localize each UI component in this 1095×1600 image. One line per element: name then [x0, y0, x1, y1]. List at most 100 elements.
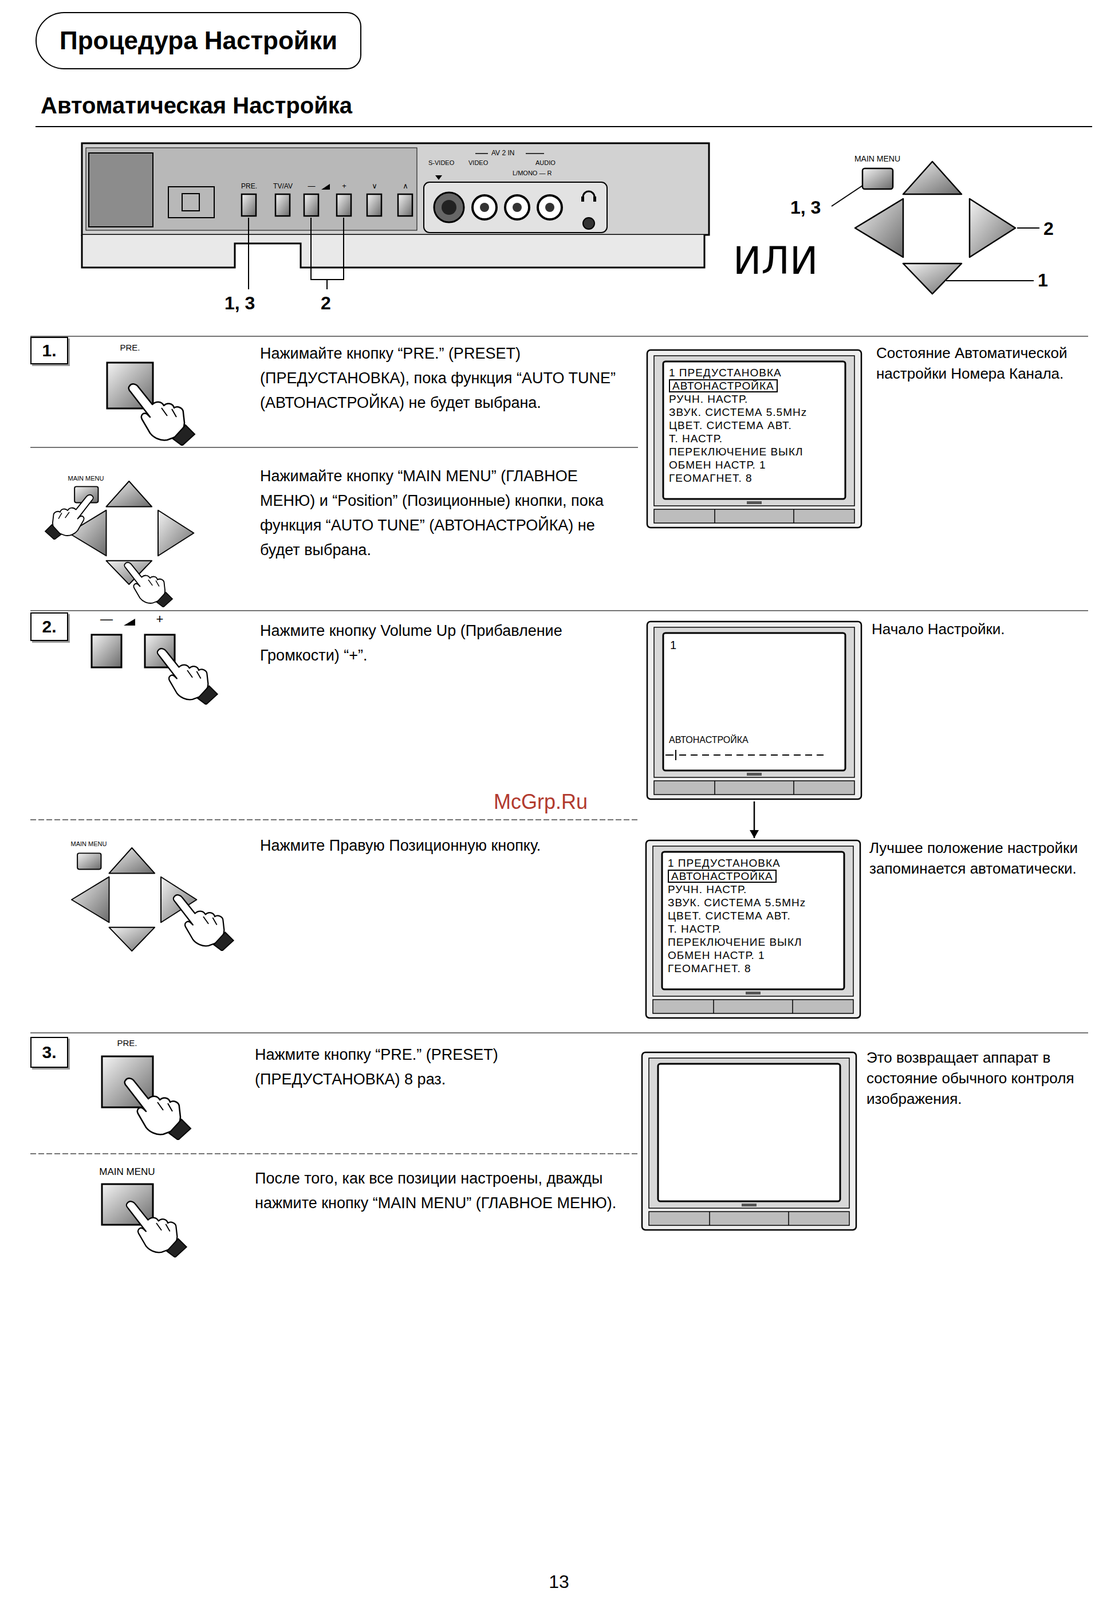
menu-line: АВТОНАСТРОЙКА — [668, 379, 841, 393]
button-label: MAIN MENU — [845, 153, 909, 164]
tv-screen: 1 ПРЕДУСТАНОВКААВТОНАСТРОЙКАРУЧН. НАСТР.… — [644, 839, 862, 1019]
front-panel — [398, 194, 413, 216]
front-panel — [336, 194, 352, 216]
menu-line: РУЧН. НАСТР. — [667, 882, 840, 896]
front-panel — [81, 234, 705, 268]
button-label: MAIN MENU — [62, 474, 109, 483]
jack-label: S-VIDEO — [428, 159, 455, 167]
button-press — [107, 362, 195, 446]
front-panel — [182, 193, 200, 211]
menu-item: ЦВЕТ. СИСТЕМА АВТ. — [668, 419, 793, 432]
screen-note: Состояние Автоматической настройки Номер… — [876, 342, 1089, 384]
menu-item: ЗВУК. СИСТЕМА 5.5MHz — [668, 406, 807, 419]
pad-press — [71, 847, 234, 951]
front-panel — [583, 191, 595, 198]
button-press — [128, 383, 195, 446]
menu-line: ЦВЕТ. СИСТЕМА АВТ. — [667, 908, 840, 923]
progress-bar — [665, 749, 826, 760]
page-number: 13 — [536, 1570, 582, 1593]
button-press — [101, 1183, 187, 1258]
jack-label: AV 2 IN — [491, 148, 515, 157]
front-panel — [241, 194, 256, 216]
front-panel — [512, 202, 522, 212]
menu-item: Т. НАСТР. — [668, 432, 723, 445]
front-panel — [275, 194, 290, 216]
panel-label: ∨ — [360, 182, 389, 191]
progress-bar — [665, 754, 674, 756]
front-panel — [479, 202, 490, 212]
button-label: MAIN MENU — [65, 840, 112, 848]
separator-line — [30, 1152, 638, 1154]
front-panel — [367, 194, 382, 216]
menu-line: ЦВЕТ. СИСТЕМА АВТ. — [668, 418, 841, 432]
front-panel — [475, 152, 488, 155]
separator-line — [30, 336, 1089, 1154]
menu-item: Т. НАСТР. — [667, 922, 722, 935]
pad-press — [124, 562, 173, 608]
menu-line: 1 ПРЕДУСТАНОВКА — [668, 365, 841, 380]
panel-label: PRE. — [234, 182, 264, 191]
menu-item: АВТОНАСТРОЙКА — [668, 379, 778, 393]
leader-line — [326, 279, 328, 290]
menu-area: 1 ПРЕДУСТАНОВКААВТОНАСТРОЙКАРУЧН. НАСТР.… — [668, 365, 841, 485]
pad-press — [173, 894, 234, 951]
front-panel — [81, 143, 710, 235]
front-panel — [581, 196, 585, 202]
tv-set — [646, 840, 861, 1018]
button-label: MAIN MENU — [89, 1166, 165, 1178]
separator-line — [30, 609, 1089, 612]
front-panel — [304, 194, 319, 216]
jack-label: VIDEO — [468, 159, 488, 167]
step-number: 1. — [30, 336, 69, 365]
tv-set — [647, 621, 862, 799]
front-panel — [85, 147, 417, 231]
button-label: + — [148, 611, 172, 627]
leader-line — [1017, 227, 1040, 229]
section-heading: Автоматическая Настройка — [40, 91, 353, 120]
remote-pad — [855, 161, 1016, 294]
tune-status: АВТОНАСТРОЙКА — [668, 734, 749, 746]
volume-press — [123, 618, 136, 626]
menu-item: ЦВЕТ. СИСТЕМА АВТ. — [667, 909, 791, 922]
pad-press — [45, 494, 94, 540]
menu-line: ОБМЕН НАСТР. 1 — [667, 948, 840, 962]
instruction-text: Нажмите кнопку “PRE.” (PRESET) (ПРЕДУСТА… — [254, 1042, 628, 1092]
menu-item: ПЕРЕКЛЮЧЕНИЕ ВЫКЛ — [667, 935, 802, 948]
panel-label: ∧ — [391, 182, 420, 191]
flow-arrow — [749, 801, 759, 838]
rule-line — [35, 126, 1093, 128]
leader-line — [946, 280, 1034, 282]
front-panel — [537, 195, 562, 220]
leader-line — [831, 185, 863, 207]
menu-item: ПЕРЕКЛЮЧЕНИЕ ВЫКЛ — [668, 445, 803, 458]
channel-number: 1 — [670, 638, 677, 652]
front-panel — [441, 199, 457, 215]
menu-line: Т. НАСТР. — [668, 431, 841, 445]
button-press — [124, 1077, 191, 1140]
instruction-text: Нажимайте кнопку “PRE.” (PRESET) (ПРЕДУС… — [260, 341, 627, 416]
menu-item: АВТОНАСТРОЙКА — [667, 869, 777, 883]
callout-number: 1 — [1037, 269, 1049, 291]
step-number: 3. — [30, 1036, 69, 1068]
page-title: Процедура Настройки — [59, 26, 338, 55]
tv-set — [641, 349, 862, 1230]
separator-line — [30, 446, 638, 448]
or-text: ИЛИ — [733, 239, 818, 283]
panel-label: — — [297, 182, 326, 191]
front-panel — [583, 217, 595, 230]
remote-pad — [855, 161, 1016, 294]
callout-number: 2 — [1043, 217, 1054, 240]
instruction-text: Нажмите кнопку Volume Up (Прибавление Гр… — [260, 618, 627, 668]
menu-area: 1 ПРЕДУСТАНОВКААВТОНАСТРОЙКАРУЧН. НАСТР.… — [667, 856, 840, 975]
menu-line: ГЕОМАГНЕТ. 8 — [668, 471, 841, 485]
button-label: PRE. — [104, 1037, 151, 1049]
screen-note: Начало Настройки. — [871, 618, 1084, 640]
menu-line: ЗВУК. СИСТЕМА 5.5MHz — [667, 895, 840, 909]
progress-bar — [679, 754, 826, 756]
callout-number: 1, 3 — [224, 292, 255, 314]
front-panel — [168, 186, 215, 218]
volume-press — [157, 648, 218, 705]
progress-bar — [675, 749, 677, 760]
screen-note: Лучшее положение настройки запоминается … — [869, 837, 1082, 879]
rule-line — [35, 125, 1093, 128]
